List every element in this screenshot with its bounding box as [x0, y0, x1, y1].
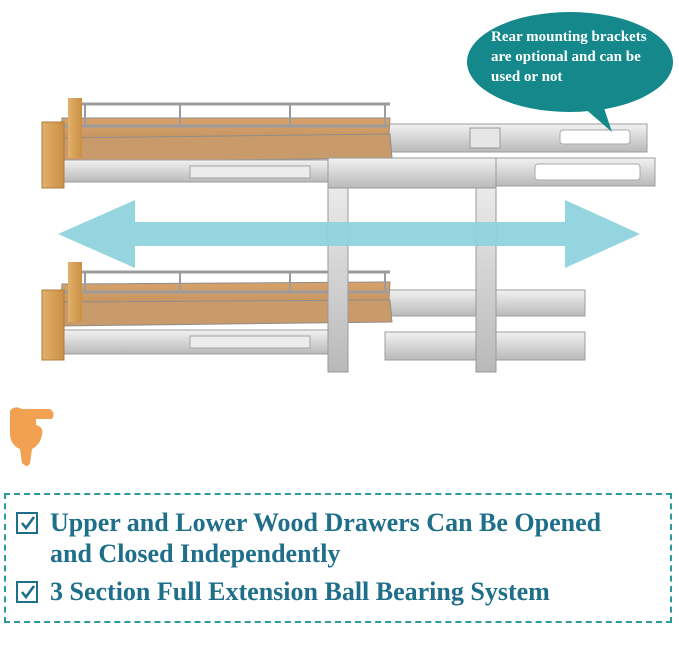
feature-2-line-1: 3 Section Full Extension Ball Bearing Sy…	[50, 577, 550, 606]
callout-line-1: Rear mounting brackets	[491, 29, 647, 45]
callout-line-2: are optional and can be	[491, 49, 641, 65]
lower-drawer	[41, 262, 586, 361]
feature-1-line-1: Upper and Lower Wood Drawers Can Be Open…	[50, 508, 602, 537]
feature-1-line-2: and Closed Independently	[50, 539, 341, 568]
feature-text: Upper and Lower Wood Drawers Can Be Open…	[50, 507, 660, 569]
pointing-hand-icon	[10, 407, 54, 466]
checkbox-checked-icon	[16, 581, 38, 603]
callout-bubble	[467, 12, 673, 132]
feature-item: Upper and Lower Wood Drawers Can Be Open…	[16, 507, 660, 569]
double-headed-arrow-icon	[58, 200, 640, 268]
feature-item: 3 Section Full Extension Ball Bearing Sy…	[16, 576, 660, 607]
features-box: Upper and Lower Wood Drawers Can Be Open…	[4, 493, 672, 623]
vertical-frame	[327, 157, 497, 373]
checkbox-checked-icon	[16, 512, 38, 534]
callout-line-3: used or not	[491, 69, 563, 85]
feature-text: 3 Section Full Extension Ball Bearing Sy…	[50, 576, 660, 607]
callout-text: Rear mounting brackets are optional and …	[491, 27, 667, 87]
